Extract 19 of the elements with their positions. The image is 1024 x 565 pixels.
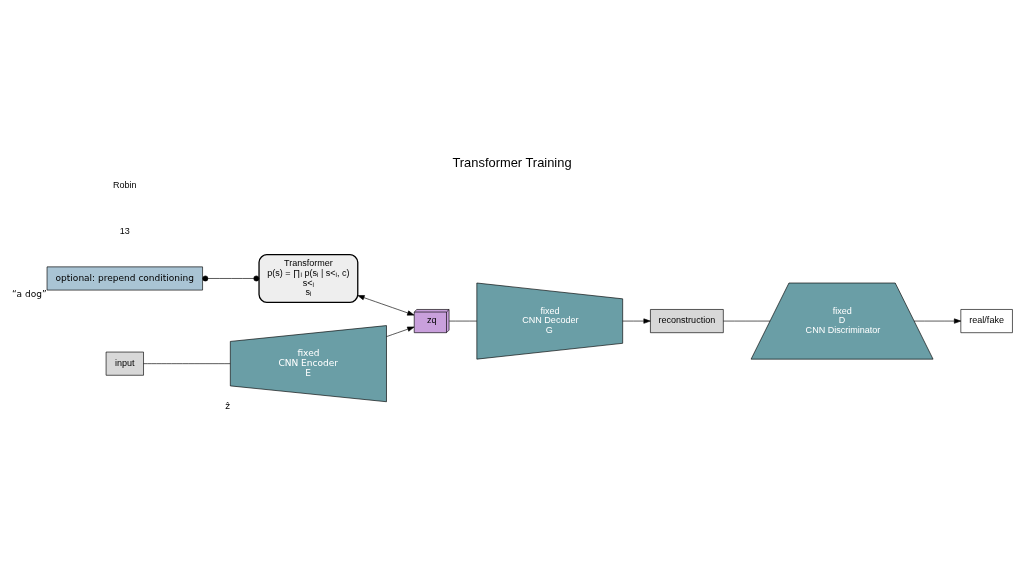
diagram-title: Transformer Training	[452, 154, 572, 170]
node-box: optional: prepend conditioning	[46, 266, 203, 290]
connector	[143, 362, 231, 364]
node-box: fixed CNN Encoder E	[230, 324, 387, 402]
connector	[202, 275, 260, 281]
arrow	[386, 326, 415, 337]
label: 13	[119, 225, 130, 236]
node-box: fixed CNN Decoder G	[476, 282, 623, 359]
connector	[723, 320, 771, 321]
node-label: ẑ	[225, 400, 231, 411]
node-box: Transformer p(s) = ∏ᵢ p(sᵢ | s<ᵢ, c) s<ᵢ sᵢ	[258, 253, 359, 303]
node-box: input	[105, 351, 144, 376]
arrow	[913, 318, 962, 324]
node-label: “a dog”	[11, 288, 47, 299]
node-box: real/fake	[960, 308, 1013, 333]
label: Robin	[113, 179, 137, 190]
arrow	[357, 294, 415, 315]
node-box: reconstruction	[650, 308, 724, 333]
arrow	[622, 318, 651, 324]
